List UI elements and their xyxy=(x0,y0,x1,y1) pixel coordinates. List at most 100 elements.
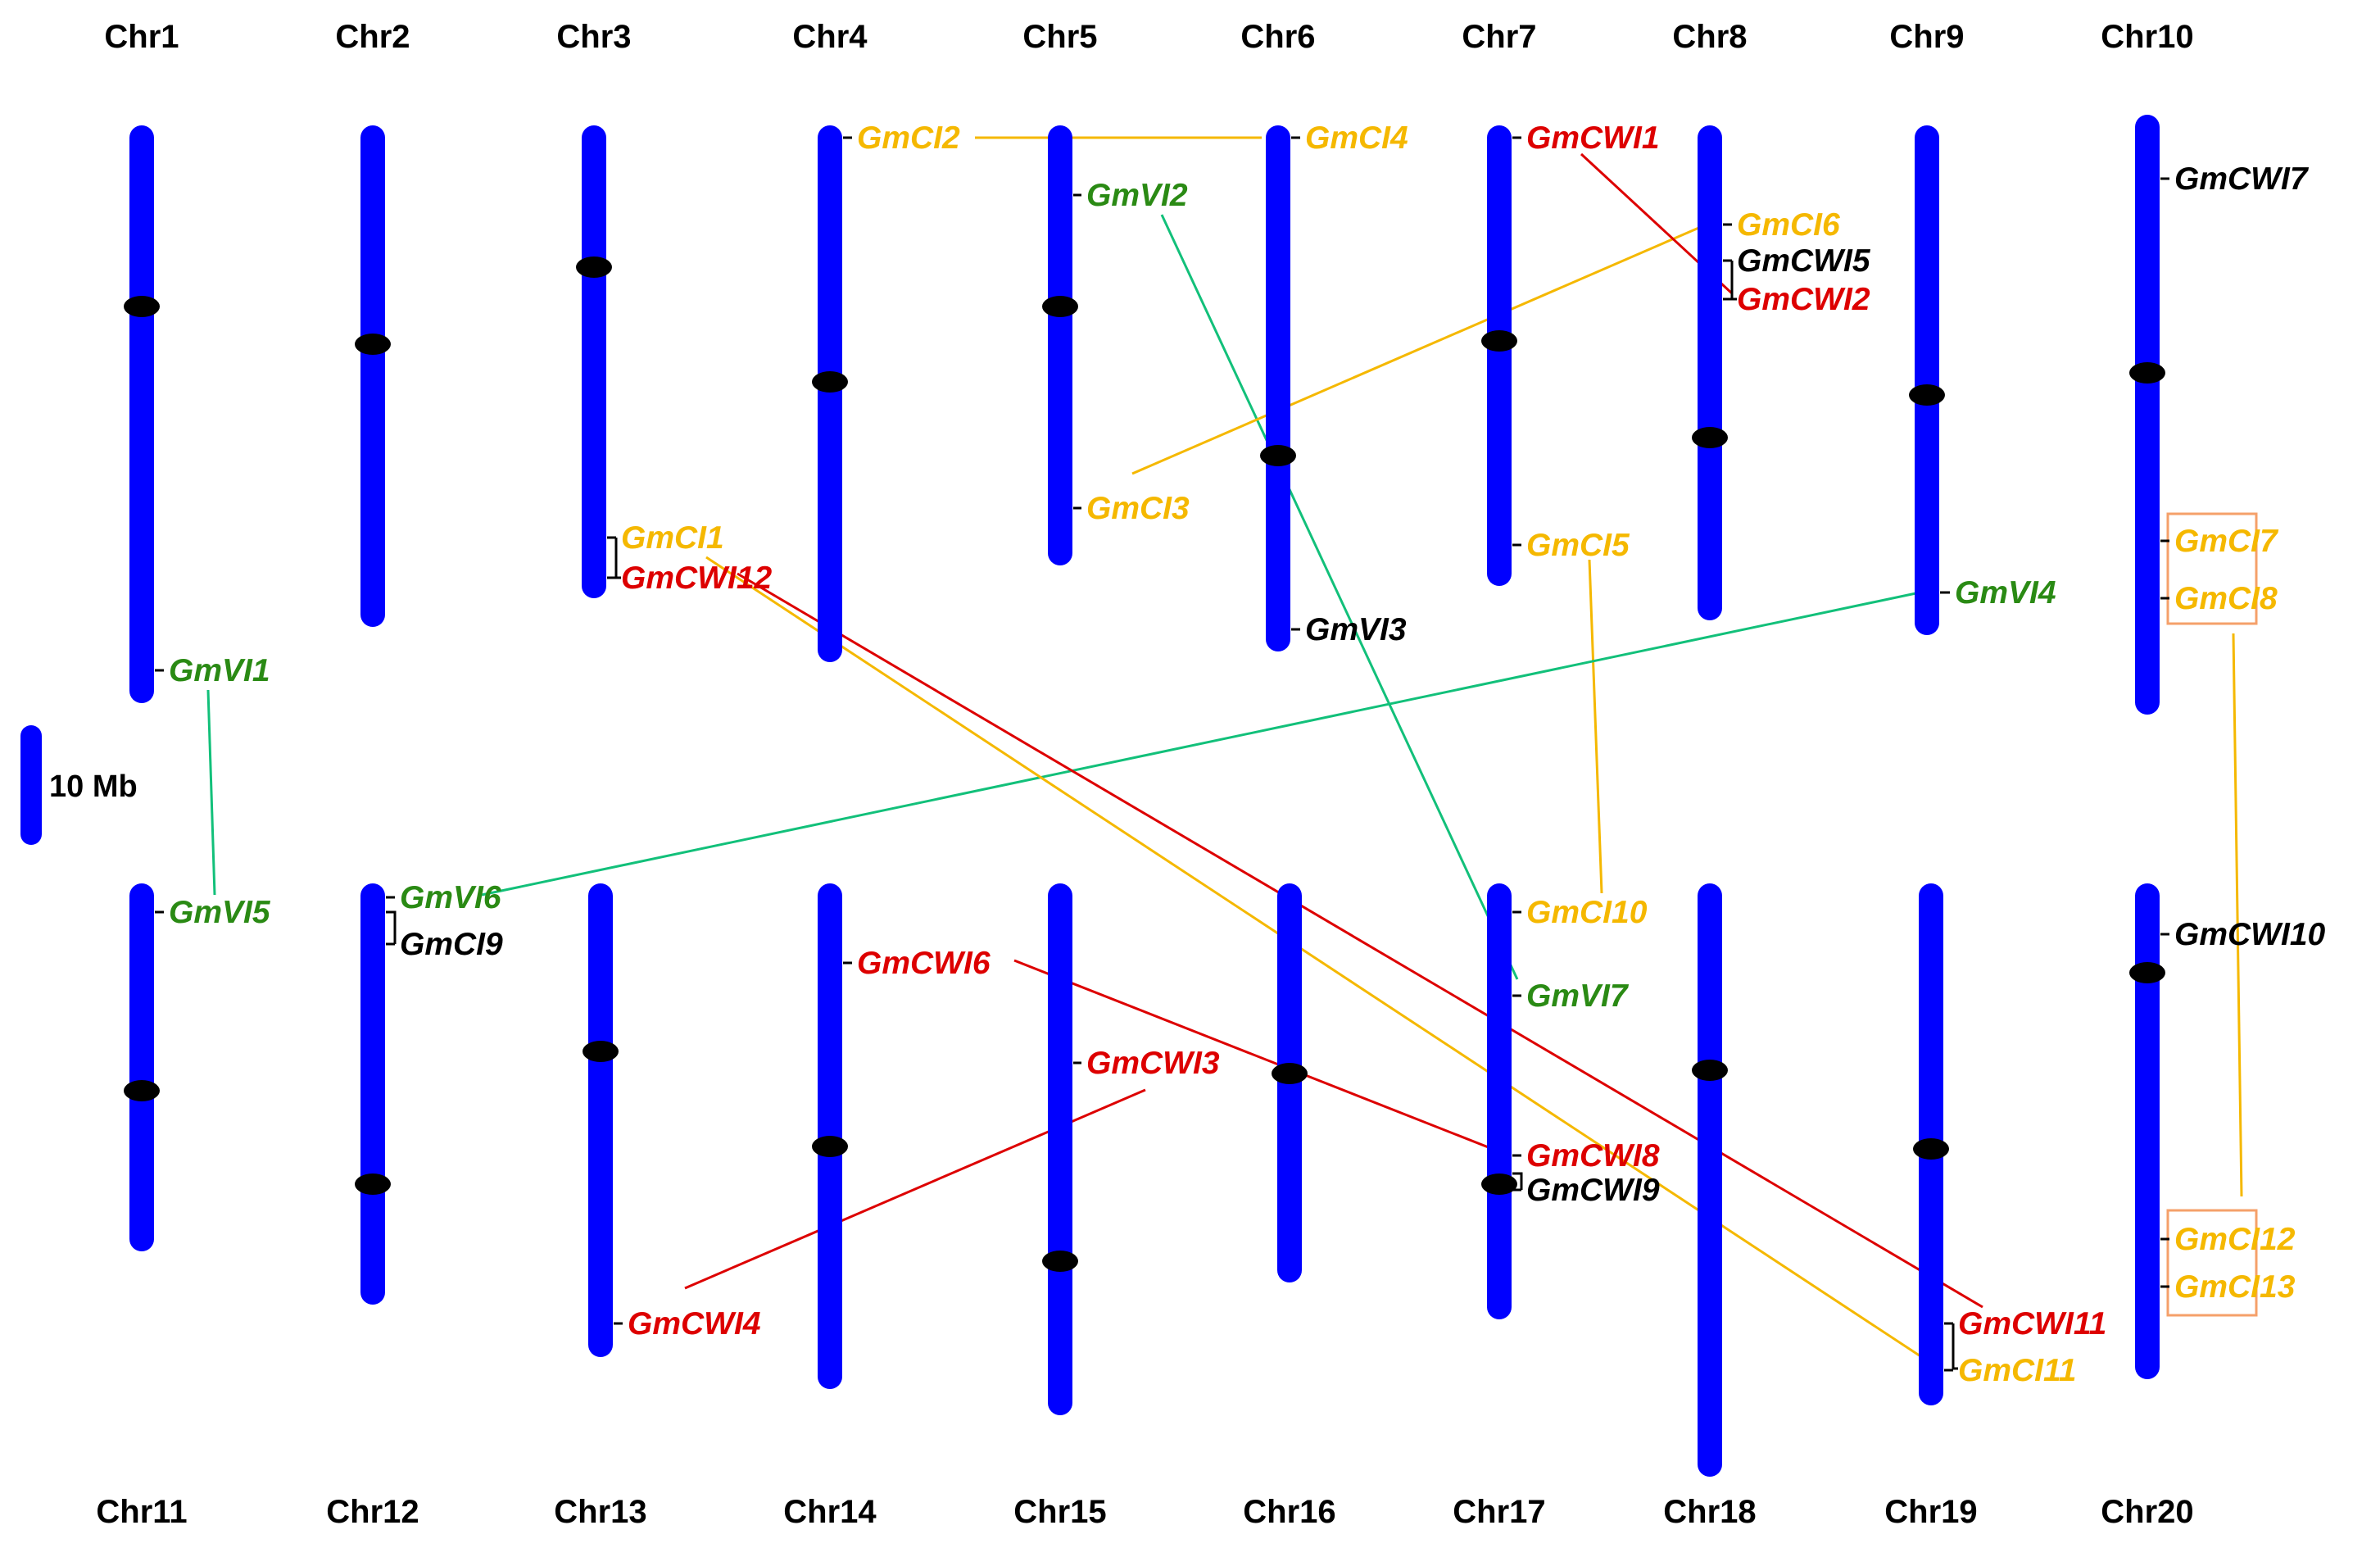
chr9-group: Chr9 xyxy=(1889,19,1965,635)
chr10-group: Chr10 xyxy=(2101,19,2194,715)
link-GmVI1-GmVI5 xyxy=(206,689,216,896)
chr2-title: Chr2 xyxy=(335,19,410,55)
gene-GmCWI10: GmCWI10 xyxy=(2160,917,2326,952)
chr6-group: Chr6 xyxy=(1240,19,1316,651)
tandem-bracket xyxy=(386,910,397,944)
chr16-group: Chr16 xyxy=(1243,883,1336,1530)
gene-label-GmVI4: GmVI4 xyxy=(1955,575,2056,611)
chr19-centromere xyxy=(1913,1138,1949,1160)
chr3-title: Chr3 xyxy=(556,19,631,55)
gene-GmCWI11: GmCWI11 xyxy=(1944,1306,2106,1370)
chr1-centromere xyxy=(124,296,160,317)
gene-GmVI3: GmVI3 xyxy=(1291,612,1407,647)
tandem-box-chr20 xyxy=(2166,1209,2258,1317)
chr10-centromere xyxy=(2129,362,2165,384)
gene-GmCI2: GmCI2 xyxy=(843,120,960,156)
link-GmCI1-GmCI11 xyxy=(705,556,1943,1372)
chr11-group: Chr11 xyxy=(96,883,188,1530)
gene-label-GmCI6: GmCI6 xyxy=(1737,207,1840,243)
chr4-group: Chr4 xyxy=(792,19,868,662)
chr14-title: Chr14 xyxy=(783,1494,877,1530)
gene-label-GmCI7: GmCI7 xyxy=(2174,524,2279,559)
chr19-group: Chr19 xyxy=(1884,883,1978,1530)
chr15-title: Chr15 xyxy=(1013,1494,1106,1530)
gene-GmCI13: GmCI13 xyxy=(2160,1269,2296,1305)
chr20-title: Chr20 xyxy=(2101,1494,2193,1530)
link-GmCWI12-GmCWI11 xyxy=(737,572,1983,1309)
gene-GmVI7: GmVI7 xyxy=(1512,978,1630,1014)
chr6-centromere xyxy=(1260,445,1296,466)
gene-GmCWI1: GmCWI1 xyxy=(1512,120,1660,156)
gene-GmCI3: GmCI3 xyxy=(1073,491,1190,526)
gene-label-GmCWI4: GmCWI4 xyxy=(628,1306,761,1341)
chr17-centromere xyxy=(1481,1173,1517,1195)
gene-label-GmVI3: GmVI3 xyxy=(1305,612,1407,647)
gene-GmCI11: GmCI11 xyxy=(1944,1353,2077,1388)
gene-GmCI6: GmCI6 xyxy=(1723,207,1840,243)
chr14-centromere xyxy=(812,1136,848,1157)
gene-GmCWI9: GmCWI9 xyxy=(1512,1172,1660,1208)
tandem-bracket xyxy=(1512,1172,1523,1190)
gene-GmCI5: GmCI5 xyxy=(1512,528,1630,563)
chr15-group: Chr15 xyxy=(1013,883,1107,1530)
chr13-title: Chr13 xyxy=(554,1494,646,1530)
gene-GmCI7: GmCI7 xyxy=(2160,524,2279,559)
chr3-centromere xyxy=(576,256,612,278)
chr11-title: Chr11 xyxy=(96,1494,187,1530)
chr8-centromere xyxy=(1692,427,1728,448)
gene-label-GmCI1: GmCI1 xyxy=(621,520,724,556)
link-GmCI8-GmCI12 xyxy=(2232,633,2243,1197)
chr8-title: Chr8 xyxy=(1672,19,1747,55)
gene-GmVI1: GmVI1 xyxy=(155,653,270,688)
gene-label-GmCI2: GmCI2 xyxy=(857,120,960,156)
chr4-centromere xyxy=(812,371,848,393)
chr13-group: Chr13 xyxy=(554,883,647,1530)
gene-label-GmCWI6: GmCWI6 xyxy=(857,946,991,981)
gene-label-GmCI3: GmCI3 xyxy=(1086,491,1190,526)
link-GmVI2-GmVI7 xyxy=(1160,214,1519,980)
chr7-title: Chr7 xyxy=(1462,19,1536,55)
chr18-title: Chr18 xyxy=(1663,1494,1756,1530)
chr20-centromere xyxy=(2129,962,2165,983)
gene-label-GmCWI9: GmCWI9 xyxy=(1526,1173,1660,1208)
link-GmCWI6-GmCWI8 xyxy=(1013,959,1510,1157)
tandem-bracket xyxy=(1952,1323,1958,1370)
gene-label-GmCWI12: GmCWI12 xyxy=(621,561,773,596)
chr5-title: Chr5 xyxy=(1022,19,1097,55)
chr20-group: Chr20 xyxy=(2101,883,2194,1530)
gene-label-GmCWI3: GmCWI3 xyxy=(1086,1046,1220,1081)
chr1-group: Chr1 xyxy=(104,19,179,703)
chr7-centromere xyxy=(1481,330,1517,352)
chr16-title: Chr16 xyxy=(1243,1494,1335,1530)
gene-label-GmCI4: GmCI4 xyxy=(1305,120,1408,156)
gene-GmVI4: GmVI4 xyxy=(1940,575,2056,611)
gene-label-GmCWI10: GmCWI10 xyxy=(2174,917,2326,952)
tandem-cluster-boxes xyxy=(2166,512,2258,1317)
gene-label-GmCWI8: GmCWI8 xyxy=(1526,1138,1660,1173)
gene-GmCWI12: GmCWI12 xyxy=(607,561,773,596)
chr17-group: Chr17 xyxy=(1453,883,1546,1530)
chr12-centromere xyxy=(355,1173,391,1195)
gene-GmCI4: GmCI4 xyxy=(1291,120,1408,156)
tandem-box-chr10 xyxy=(2166,512,2258,625)
gene-GmVI5: GmVI5 xyxy=(155,895,271,930)
gene-label-GmCI9: GmCI9 xyxy=(400,927,503,962)
gene-GmVI2: GmVI2 xyxy=(1073,178,1188,213)
chr6-title: Chr6 xyxy=(1240,19,1315,55)
gene-label-GmCWI11: GmCWI11 xyxy=(1958,1306,2106,1341)
link-GmCI5-GmCI10 xyxy=(1588,559,1603,894)
chr2-group: Chr2 xyxy=(335,19,410,627)
link-GmCI3-GmCI6 xyxy=(1131,220,1715,475)
chr12-title: Chr12 xyxy=(326,1494,419,1530)
gene-label-GmCWI2: GmCWI2 xyxy=(1737,282,1870,317)
gene-label-GmCI8: GmCI8 xyxy=(2174,581,2278,616)
gene-GmCWI2: GmCWI2 xyxy=(1723,282,1870,317)
gene-GmVI6: GmVI6 xyxy=(386,880,501,915)
chr8-group: Chr8 xyxy=(1672,19,1748,620)
chr7-group: Chr7 xyxy=(1462,19,1537,586)
gene-label-GmCI5: GmCI5 xyxy=(1526,528,1630,563)
gene-GmCI12: GmCI12 xyxy=(2160,1222,2296,1257)
